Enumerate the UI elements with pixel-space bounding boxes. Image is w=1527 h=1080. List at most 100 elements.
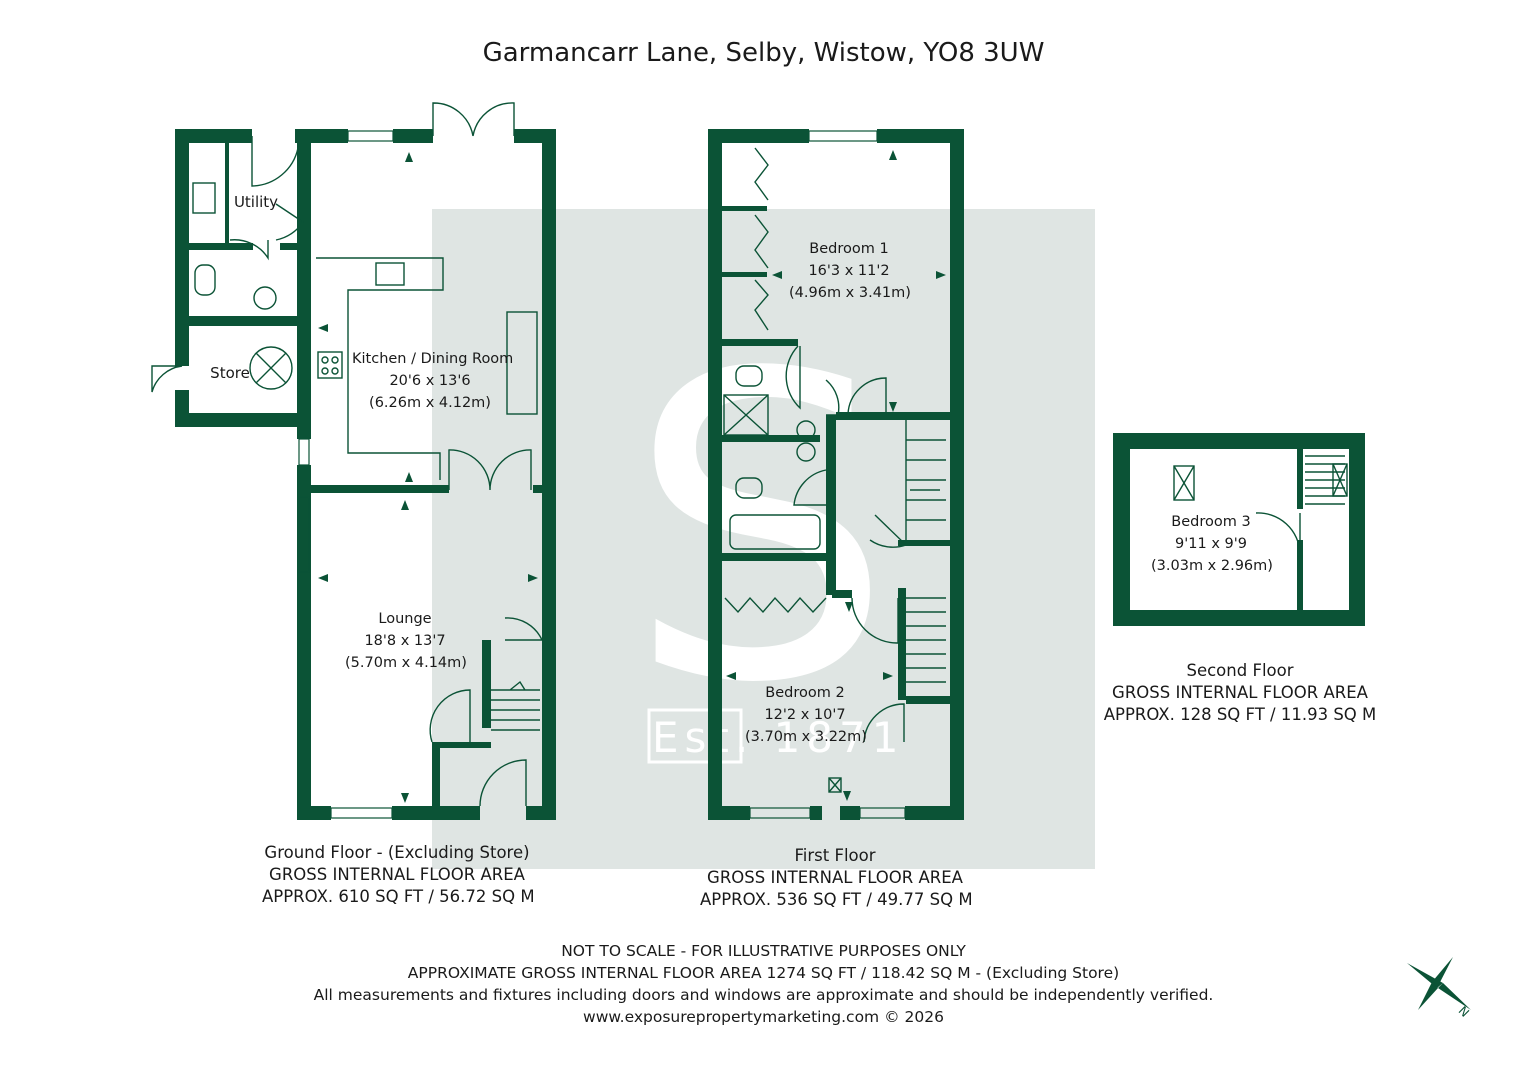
wall [1113,610,1365,626]
door-swing [275,203,304,241]
wardrobe-doors [754,147,769,331]
wall [189,316,311,326]
loft-hatch-icon [828,777,842,793]
wall [1297,540,1303,610]
room-label-lounge: Lounge 18'8 x 13'7 (5.70m x 4.14m) [345,608,467,674]
compass-rose-icon: N [1407,957,1472,1020]
room-dimensions-imperial: 12'2 x 10'7 [764,707,846,723]
wall [393,129,433,143]
door-swing [151,365,183,393]
room-dimensions-metric: (3.70m x 3.22m) [745,729,867,745]
door-swing [1255,512,1301,554]
room-name: Bedroom 1 [809,241,889,257]
ground-floor-plan [175,129,556,820]
watermark-letter: S [627,286,894,775]
wall [810,806,822,820]
room-dimensions-imperial: 20'6 x 13'6 [389,373,471,389]
wall [297,465,311,820]
wall [482,640,491,728]
door-swing [851,597,899,644]
room-dimensions-imperial: 18'8 x 13'7 [364,633,446,649]
wall [1297,449,1303,509]
room-label-utility: Utility [233,193,279,211]
room-dimensions-metric: (6.26m x 4.12m) [369,395,491,411]
wall [225,143,229,243]
watermark-est-box [647,708,743,764]
wall [836,412,950,420]
room-label-bedroom-3: Bedroom 3 9'11 x 9'9 (3.03m x 2.96m) [1151,511,1273,577]
window [347,130,394,142]
room-label-bedroom-2: Bedroom 2 12'2 x 10'7 (3.70m x 3.22m) [745,682,867,748]
watermark: S Est. 1871 [432,209,1095,869]
disclaimer-footer: NOT TO SCALE - FOR ILLUSTRATIVE PURPOSES… [0,940,1527,1028]
plan-title: Garmancarr Lane, Selby, Wistow, YO8 3UW [482,38,1045,68]
toilet-icon [194,264,216,296]
room-dimensions-metric: (4.96m x 3.41m) [789,285,911,301]
wall [877,129,964,143]
stairs-icon [906,597,946,683]
wall [708,806,750,820]
wall [722,553,832,561]
shower-icon [723,394,769,436]
window [749,807,811,819]
basin-icon [796,442,816,462]
wall [175,413,311,427]
wall [722,272,767,277]
door-swing [863,703,905,743]
wall [542,129,556,819]
door-swing [504,617,544,641]
footer-scale-note: NOT TO SCALE - FOR ILLUSTRATIVE PURPOSES… [561,942,966,960]
stairs-icon [905,420,946,540]
wall [1113,433,1130,626]
wall [189,243,253,250]
footer-disclaimer: All measurements and fixtures including … [313,986,1214,1004]
window [808,130,878,142]
boiler-icon [249,346,293,390]
ground-floor-caption: Ground Floor - (Excluding Store) GROSS I… [262,843,535,906]
first-floor-markers [726,150,946,801]
wall [440,742,491,748]
first-floor-plan [708,129,964,820]
wall [708,129,809,143]
wall [905,806,964,820]
window [330,807,393,819]
wall [840,806,860,820]
ground-floor-markers [318,152,538,803]
room-name: Lounge [378,611,432,627]
window [298,496,310,573]
first-floor-caption: First Floor GROSS INTERNAL FLOOR AREA AP… [700,846,973,909]
wardrobe-doors [724,596,827,614]
toilet-icon [735,477,763,499]
window [298,438,310,466]
second-floor-caption: Second Floor GROSS INTERNAL FLOOR AREA A… [1103,661,1377,724]
footer-website-link[interactable]: www.exposurepropertymarketing.com © 2026 [583,1008,944,1026]
wall [311,485,449,493]
wall [280,243,310,250]
basin-icon [796,420,816,440]
room-name: Kitchen / Dining Room [352,351,514,367]
ground-floor-fixtures [151,102,544,807]
wall [175,129,189,366]
room-dimensions-metric: (5.70m x 4.14m) [345,655,467,671]
wall [533,485,543,493]
basin-icon [253,286,277,310]
hob-icon [317,351,343,379]
door-swing [847,377,887,415]
room-dimensions-imperial: 16'3 x 11'2 [808,263,890,279]
utility-sink-icon [192,182,216,214]
stairs-icon [491,680,540,731]
room-name: Bedroom 2 [765,685,845,701]
room-name: Bedroom 3 [1171,514,1251,530]
room-label-bedroom-1: Bedroom 1 16'3 x 11'2 (4.96m x 3.41m) [789,238,911,304]
watermark-est-text: Est. 1871 [652,713,904,762]
door-swing [429,689,471,743]
kitchen-unit [506,311,538,415]
door-swing [479,759,527,807]
room-label-store: Store [210,364,250,382]
door-swing [793,469,827,506]
wall [526,806,556,820]
second-floor-fixtures [1173,455,1348,554]
bath-icon [729,514,821,550]
sink-icon [375,262,405,286]
